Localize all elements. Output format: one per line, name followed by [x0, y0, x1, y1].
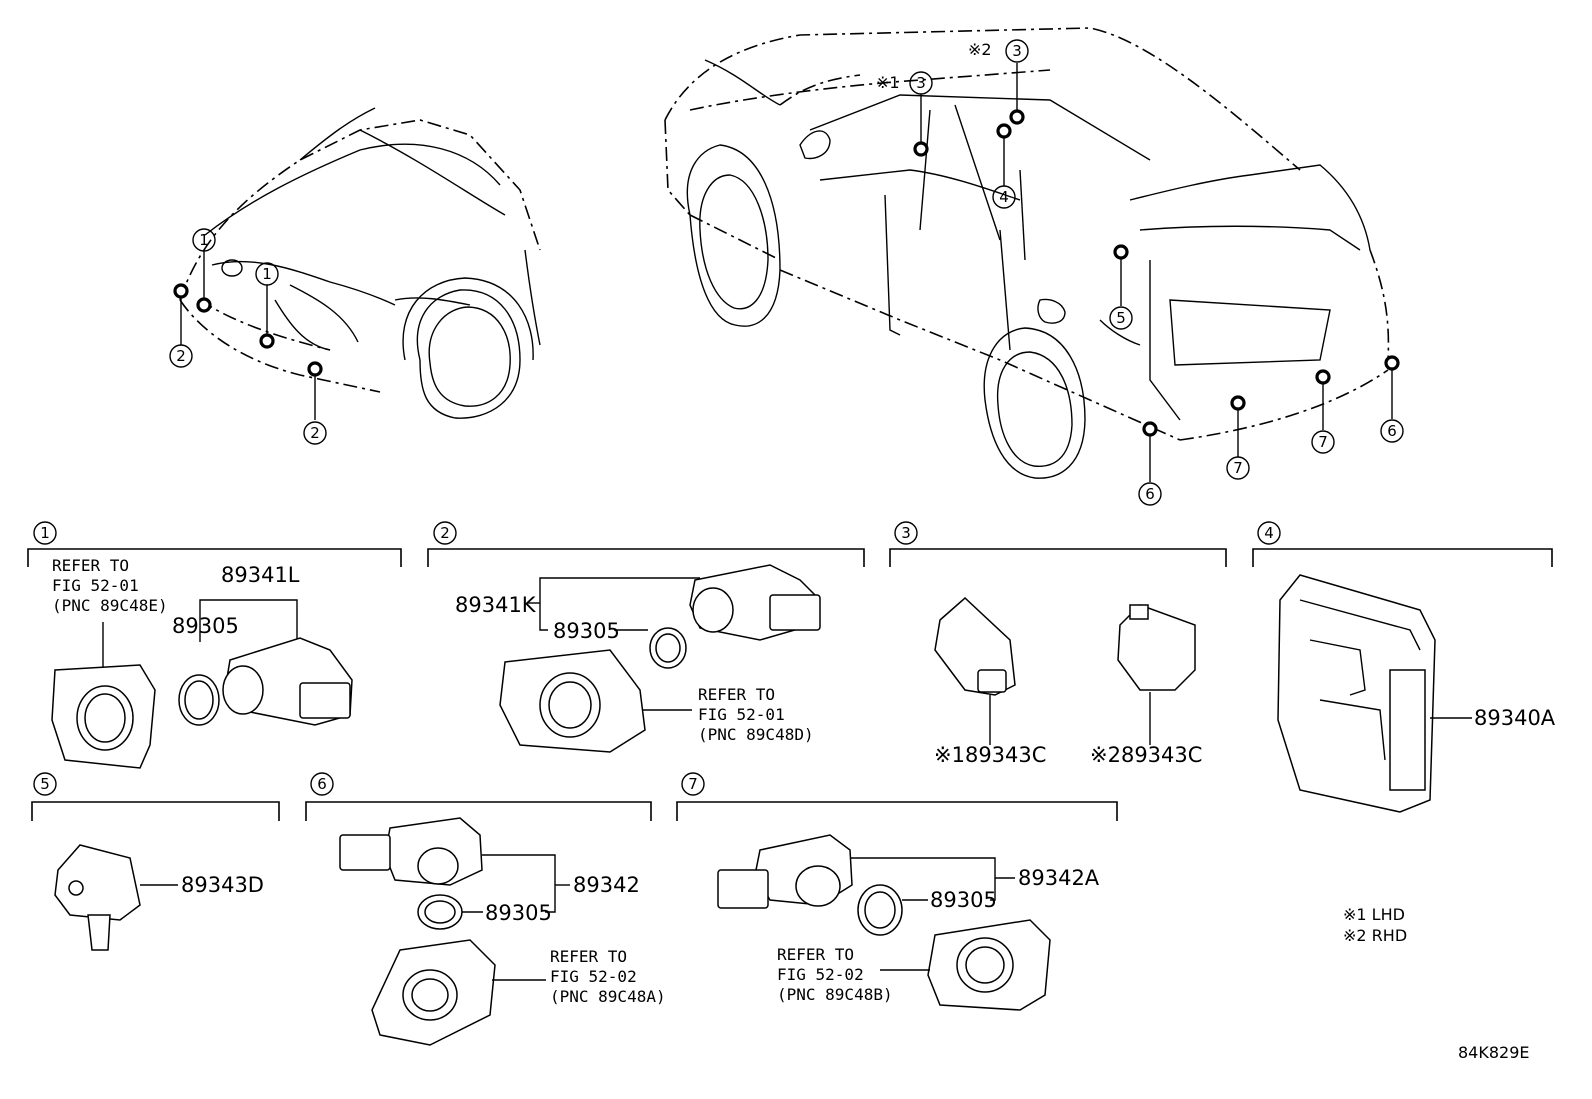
group-4: 4 89340A — [1252, 521, 1556, 813]
callout-2-a: 2 — [169, 344, 193, 368]
group-number: 2 — [440, 524, 450, 542]
part-number-89305: 89305 — [930, 888, 997, 912]
callout-3-lhd: 3 — [909, 71, 933, 95]
refer-line-3: (PNC 89C48E) — [52, 596, 168, 615]
refer-line-1: REFER TO — [550, 947, 627, 966]
part-number-89340A: 89340A — [1474, 706, 1556, 730]
group-6: 6 89342 89305 REFER TO FIG 52-02 (PNC 89… — [305, 772, 666, 1046]
refer-line-3: (PNC 89C48A) — [550, 987, 666, 1006]
callout-7-b: 7 — [1311, 430, 1335, 454]
group-number: 3 — [901, 524, 911, 542]
refer-line-1: REFER TO — [698, 685, 775, 704]
refer-line-3: (PNC 89C48B) — [777, 985, 893, 1004]
group-3: 3 ※189343C ※289343C — [889, 521, 1227, 767]
refer-line-1: REFER TO — [777, 945, 854, 964]
rear-vehicle-view — [664, 27, 1390, 479]
callout-number: 1 — [199, 231, 209, 249]
callout-number: 7 — [1318, 433, 1328, 451]
group-number: 7 — [688, 775, 698, 793]
callout-4: 4 — [992, 185, 1016, 209]
callout-5: 5 — [1109, 306, 1133, 330]
group-number: 6 — [317, 775, 327, 793]
refer-line-2: FIG 52-02 — [777, 965, 864, 984]
refer-line-2: FIG 52-01 — [698, 705, 785, 724]
group-5: 5 89343D — [31, 772, 280, 951]
part-number-89343C-rhd: ※289343C — [1090, 743, 1202, 767]
group-1: 1 REFER TO FIG 52-01 (PNC 89C48E) 89341L… — [27, 521, 402, 769]
callout-number: 1 — [262, 265, 272, 283]
legend-lhd: ※1 LHD — [1343, 905, 1405, 924]
front-callouts: 1 1 2 2 — [169, 228, 327, 445]
diagram-code: 84K829E — [1458, 1043, 1530, 1062]
switch-rhd-part — [1117, 604, 1196, 691]
group-2: 2 89341K 89305 REFER TO FIG 52-01 (PNC 8… — [427, 521, 865, 753]
callout-number: 3 — [916, 74, 926, 92]
refer-line-3: (PNC 89C48D) — [698, 725, 814, 744]
part-number-89341L: 89341L — [221, 563, 300, 587]
callout-number: 4 — [999, 188, 1009, 206]
refer-line-1: REFER TO — [52, 556, 129, 575]
legend: ※1 LHD ※2 RHD — [1343, 905, 1407, 945]
mark-lhd: ※1 — [876, 73, 900, 92]
callout-6-a: 6 — [1138, 482, 1162, 506]
callout-1-a: 1 — [192, 228, 216, 252]
part-number-89342A: 89342A — [1018, 866, 1100, 890]
callout-6-b: 6 — [1380, 419, 1404, 443]
group-number: 4 — [1264, 524, 1274, 542]
group-7: 7 89342A 89305 REFER TO FIG 52-02 (PNC 8… — [676, 772, 1118, 1011]
callout-number: 7 — [1233, 459, 1243, 477]
callout-number: 6 — [1145, 485, 1155, 503]
refer-line-2: FIG 52-01 — [52, 576, 139, 595]
callout-number: 2 — [176, 347, 186, 365]
part-number-89342: 89342 — [573, 873, 640, 897]
callout-number: 6 — [1387, 422, 1397, 440]
front-vehicle-view — [179, 107, 541, 419]
part-number-89343D: 89343D — [181, 873, 264, 897]
sensor-5-part — [54, 844, 141, 921]
part-number-89305: 89305 — [172, 614, 239, 638]
callout-3-rhd: 3 — [1005, 39, 1029, 63]
part-number-89305: 89305 — [485, 901, 552, 925]
group-number: 5 — [40, 775, 50, 793]
callout-2-b: 2 — [303, 421, 327, 445]
part-number-89341K: 89341K — [455, 593, 537, 617]
callout-number: 5 — [1116, 309, 1126, 327]
group-number: 1 — [40, 524, 50, 542]
part-number-89343C-lhd: ※189343C — [934, 743, 1046, 767]
refer-line-2: FIG 52-02 — [550, 967, 637, 986]
callout-number: 2 — [310, 424, 320, 442]
callout-1-b: 1 — [255, 262, 279, 286]
rear-callouts: 3 ※2 3 ※1 4 5 6 7 7 6 — [876, 39, 1404, 506]
callout-7-a: 7 — [1226, 456, 1250, 480]
part-number-89305: 89305 — [553, 619, 620, 643]
legend-rhd: ※2 RHD — [1343, 926, 1407, 945]
mark-rhd: ※2 — [968, 40, 992, 59]
callout-number: 3 — [1012, 42, 1022, 60]
